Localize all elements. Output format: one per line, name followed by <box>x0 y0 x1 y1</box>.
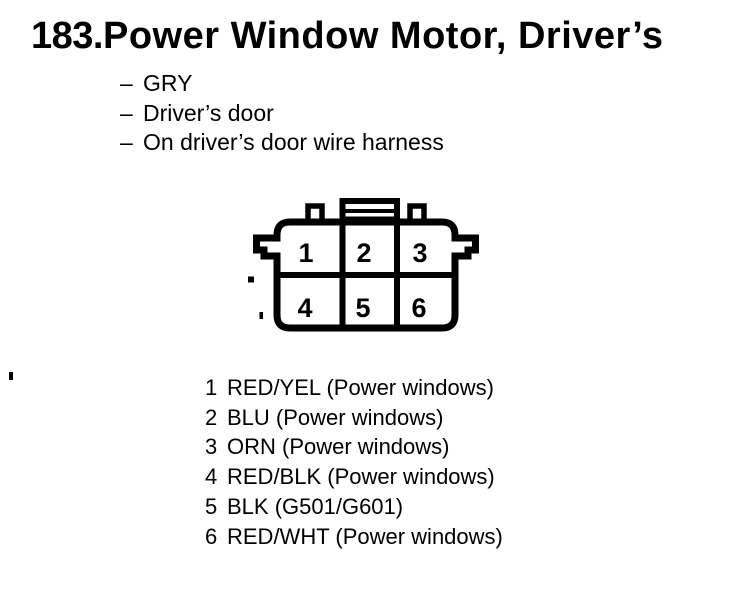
note-text: Driver’s door <box>143 99 274 126</box>
print-artifact-dot <box>259 312 263 319</box>
print-artifact-dot <box>9 372 13 380</box>
note-line: – Driver’s door <box>120 99 444 129</box>
dash-bullet: – <box>120 99 133 126</box>
pin-number: 4 <box>205 464 218 490</box>
pin-label: BLK (G501/G601) <box>227 493 404 519</box>
pin-row: 5 BLK (G501/G601) <box>205 492 503 522</box>
pin-label: RED/BLK (Power windows) <box>227 464 495 490</box>
pin-row: 2 BLU (Power windows) <box>205 403 503 433</box>
pin-number: 3 <box>205 434 218 460</box>
pin-label: RED/WHT (Power windows) <box>227 523 503 549</box>
note-line: – On driver’s door wire harness <box>120 128 444 158</box>
pin-number: 2 <box>205 404 218 430</box>
cavity-number-4: 4 <box>297 293 312 323</box>
note-text: GRY <box>143 70 193 96</box>
page-title: Power Window Motor, Driver’s <box>103 15 664 57</box>
figure-number: 183. <box>31 15 103 57</box>
dash-bullet: – <box>120 70 133 96</box>
connector-diagram: 1 2 3 4 5 6 <box>230 185 490 345</box>
pin-row: 6 RED/WHT (Power windows) <box>205 522 503 552</box>
connector-drawing: 1 2 3 4 5 6 <box>248 198 479 332</box>
print-artifact-dot <box>248 276 254 283</box>
pin-number: 5 <box>205 493 218 519</box>
pin-label: RED/YEL (Power windows) <box>227 375 494 400</box>
pin-label: BLU (Power windows) <box>227 404 444 430</box>
figure-title-row: 183. Power Window Motor, Driver’s <box>31 14 664 58</box>
connector-notes: – GRY – Driver’s door – On driver’s door… <box>120 69 444 158</box>
cavity-number-1: 1 <box>298 238 313 268</box>
pin-number: 1 <box>205 375 218 400</box>
cavity-number-6: 6 <box>411 293 426 323</box>
pin-legend: 1 RED/YEL (Power windows) 2 BLU (Power w… <box>205 373 503 551</box>
cavity-number-5: 5 <box>355 293 370 323</box>
pin-label: ORN (Power windows) <box>227 434 450 460</box>
cavity-number-2: 2 <box>356 238 371 268</box>
dash-bullet: – <box>120 129 133 155</box>
pin-number: 6 <box>205 523 218 549</box>
note-text: On driver’s door wire harness <box>143 129 444 155</box>
pin-row: 1 RED/YEL (Power windows) <box>205 373 503 403</box>
note-line: – GRY <box>120 69 444 99</box>
cavity-number-3: 3 <box>412 238 427 268</box>
pin-row: 4 RED/BLK (Power windows) <box>205 462 503 492</box>
pin-row: 3 ORN (Power windows) <box>205 432 503 462</box>
